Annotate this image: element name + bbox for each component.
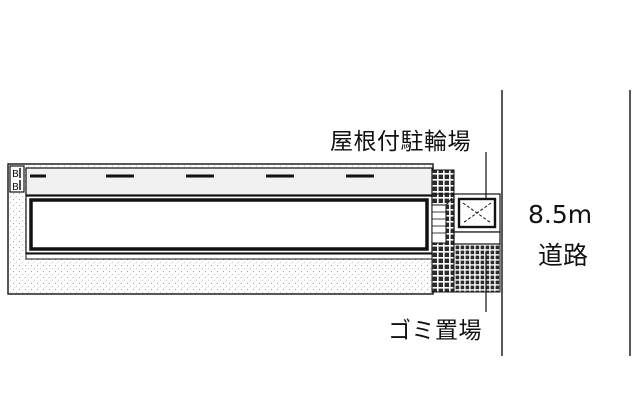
garbage-area-label: ゴミ置場	[388, 318, 482, 344]
building-mark-1: B	[12, 169, 19, 180]
building-mark-2: B	[12, 182, 19, 193]
building-interior	[29, 198, 429, 251]
bicycle-parking-cross-icon	[462, 202, 492, 224]
garbage-area-box	[453, 231, 501, 245]
walkway	[25, 253, 433, 260]
road-width-label: 8.5m	[528, 200, 593, 229]
road-label: 道路	[538, 241, 589, 270]
balcony-strip	[25, 167, 433, 196]
tile-top-block	[431, 169, 455, 195]
stairs-icon	[431, 197, 453, 244]
tile-bottom-strip	[453, 243, 501, 293]
covered-bicycle-parking-label: 屋根付駐輪場	[330, 129, 471, 155]
